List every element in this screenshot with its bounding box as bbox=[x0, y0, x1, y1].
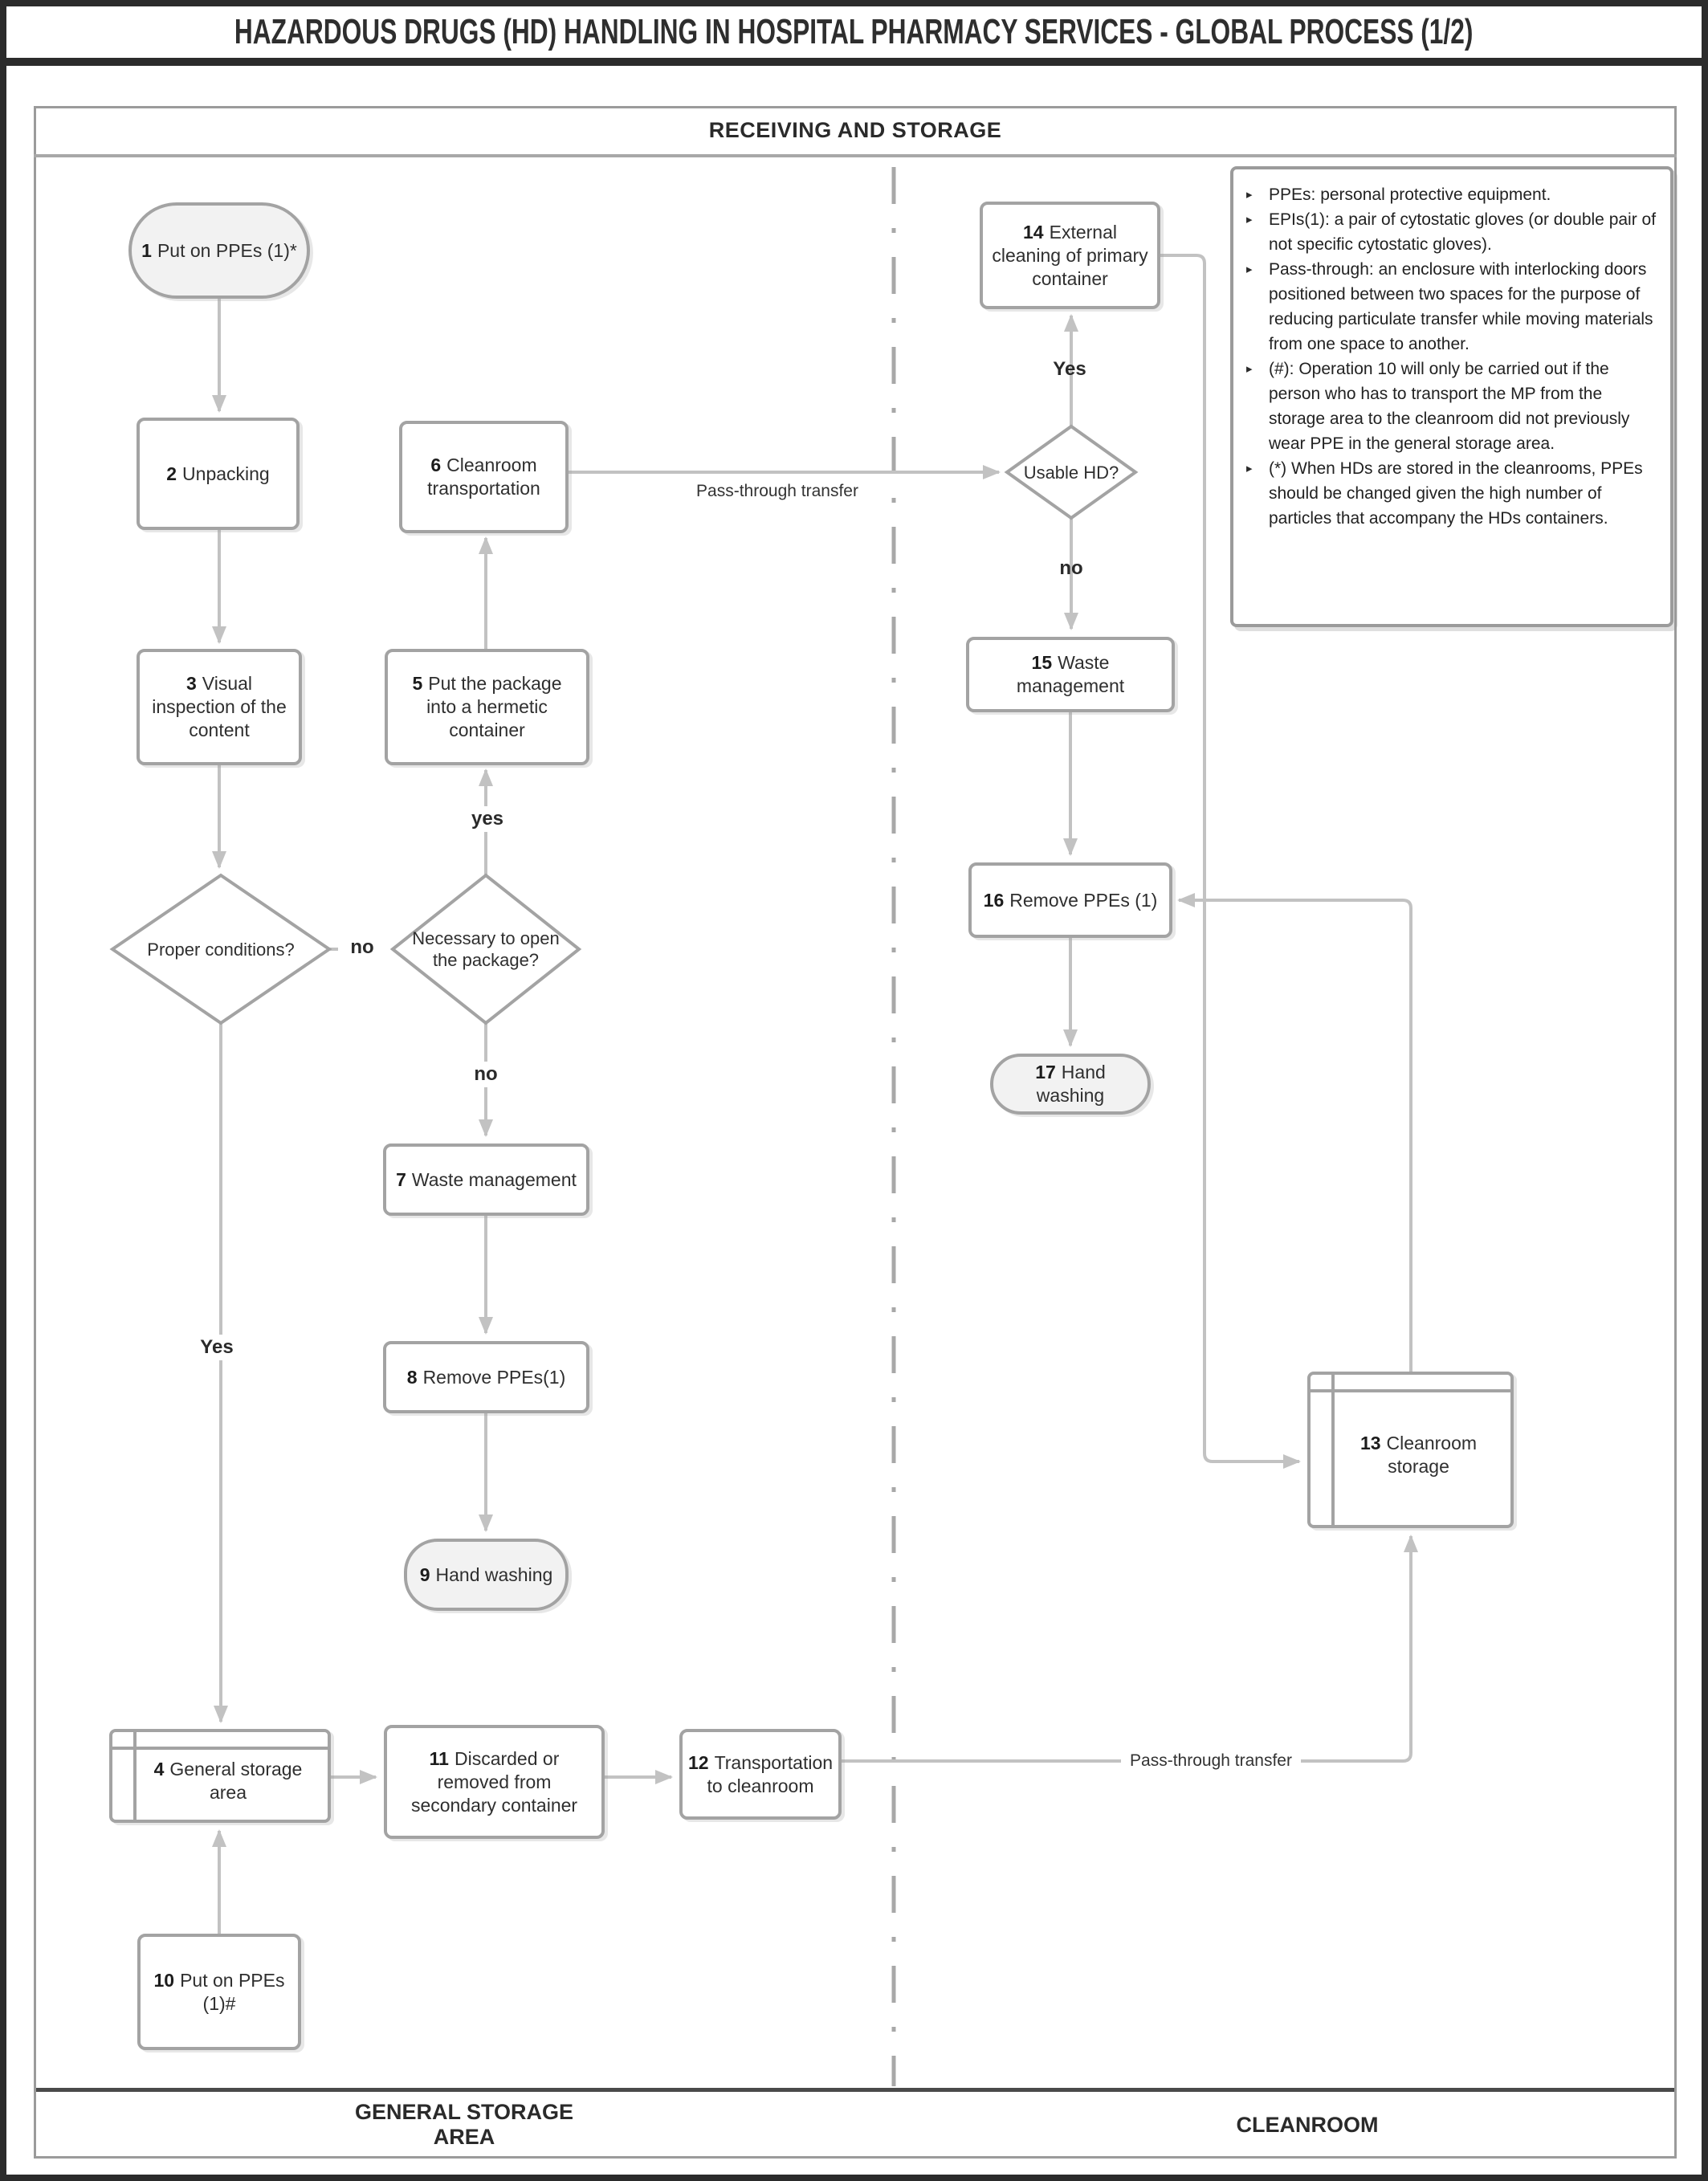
stored-shape-vertical-bar bbox=[133, 1732, 137, 1820]
note-item: ▸ (#): Operation 10 will only be carried… bbox=[1246, 357, 1659, 456]
node-label: Put the package into a hermetic containe… bbox=[426, 673, 562, 740]
connector-layer bbox=[109, 167, 1418, 2086]
lane-label-general-storage: GENERAL STORAGE AREA bbox=[354, 2100, 574, 2149]
edge-label-yes-storage: Yes bbox=[185, 1335, 249, 1360]
note-text: PPEs: personal protective equipment. bbox=[1269, 185, 1551, 204]
node-label: Hand washing bbox=[435, 1563, 553, 1585]
decision-proper-conditions-label: Proper conditions? bbox=[147, 939, 295, 960]
note-text: (*) When HDs are stored in the cleanroom… bbox=[1269, 459, 1643, 528]
bullet-icon: ▸ bbox=[1246, 213, 1253, 226]
note-item: ▸ Pass-through: an enclosure with interl… bbox=[1246, 257, 1659, 357]
decision-usable-hd-label: Usable HD? bbox=[1023, 462, 1119, 483]
node-label: Visual inspection of the content bbox=[152, 673, 287, 740]
note-text: EPIs(1): a pair of cytostatic gloves (or… bbox=[1269, 210, 1657, 254]
decision-open-package-shape bbox=[389, 873, 582, 1025]
bullet-icon: ▸ bbox=[1246, 188, 1253, 202]
note-item: ▸ (*) When HDs are stored in the cleanro… bbox=[1246, 456, 1659, 531]
lane-footer-separator bbox=[36, 2088, 1674, 2092]
note-text: Pass-through: an enclosure with interloc… bbox=[1269, 260, 1653, 353]
node-label: Unpacking bbox=[182, 463, 270, 484]
connector-14-13 bbox=[1160, 254, 1301, 1469]
node-label: Cleanroom storage bbox=[1386, 1432, 1478, 1477]
stored-shape-vertical-bar bbox=[1331, 1375, 1335, 1525]
note-item: ▸ EPIs(1): a pair of cytostatic gloves (… bbox=[1246, 207, 1659, 257]
node-label: Transportation to cleanroom bbox=[707, 1751, 834, 1796]
edge-label-no-waste7: no bbox=[462, 1062, 510, 1087]
node-label: Put on PPEs (1)# bbox=[180, 1969, 285, 2014]
bullet-icon: ▸ bbox=[1246, 362, 1253, 376]
lane-label-cleanroom: CLEANROOM bbox=[1236, 2112, 1379, 2137]
node-label: Put on PPEs (1)* bbox=[157, 239, 297, 261]
node-label: Waste management bbox=[1016, 652, 1125, 696]
connectors bbox=[212, 254, 1418, 1934]
node-label: Hand washing bbox=[1036, 1062, 1106, 1106]
edge-label-yes-cleaning: Yes bbox=[1053, 358, 1086, 380]
note-item: ▸ PPEs: personal protective equipment. bbox=[1246, 182, 1659, 207]
edge-label-yes-hermetic: yes bbox=[455, 806, 520, 832]
title-bar: HAZARDOUS DRUGS (HD) HANDLING IN HOSPITA… bbox=[6, 6, 1702, 66]
node-label: Remove PPEs(1) bbox=[422, 1366, 566, 1388]
connector-13-16 bbox=[1177, 893, 1412, 1372]
decision-shapes bbox=[109, 424, 1139, 1025]
node-label: General storage area bbox=[169, 1758, 303, 1803]
node-label: External cleaning of primary container bbox=[992, 221, 1148, 289]
section-header: RECEIVING AND STORAGE bbox=[708, 117, 1002, 142]
bullet-icon: ▸ bbox=[1246, 263, 1253, 276]
edge-label-passthrough-bottom: Pass-through transfer bbox=[1121, 1749, 1301, 1773]
node-label: Discarded or removed from secondary cont… bbox=[410, 1747, 578, 1816]
section-header-band: RECEIVING AND STORAGE bbox=[34, 106, 1677, 157]
connector-12-13-passthrough bbox=[842, 1535, 1418, 1763]
decision-proper-conditions-shape bbox=[109, 873, 332, 1025]
edge-label-no-waste15: no bbox=[1059, 557, 1083, 579]
decision-open-package-label: Necessary to open the package? bbox=[412, 928, 560, 970]
node-label: Remove PPEs (1) bbox=[1009, 889, 1158, 911]
note-text: (#): Operation 10 will only be carried o… bbox=[1269, 360, 1630, 453]
node-label: Waste management bbox=[411, 1168, 577, 1190]
edge-label-no-between: no bbox=[338, 935, 386, 960]
decision-usable-hd-shape bbox=[1004, 424, 1139, 520]
bullet-icon: ▸ bbox=[1246, 462, 1253, 475]
edge-label-passthrough-top: Pass-through transfer bbox=[696, 482, 858, 500]
stored-shape-horizontal-bar bbox=[112, 1747, 328, 1750]
stored-shape-horizontal-bar bbox=[1311, 1389, 1510, 1392]
notes-box: ▸ PPEs: personal protective equipment. ▸… bbox=[1230, 166, 1673, 627]
node-label: Cleanroom transportation bbox=[427, 455, 540, 499]
page-title: HAZARDOUS DRUGS (HD) HANDLING IN HOSPITA… bbox=[234, 12, 1474, 51]
